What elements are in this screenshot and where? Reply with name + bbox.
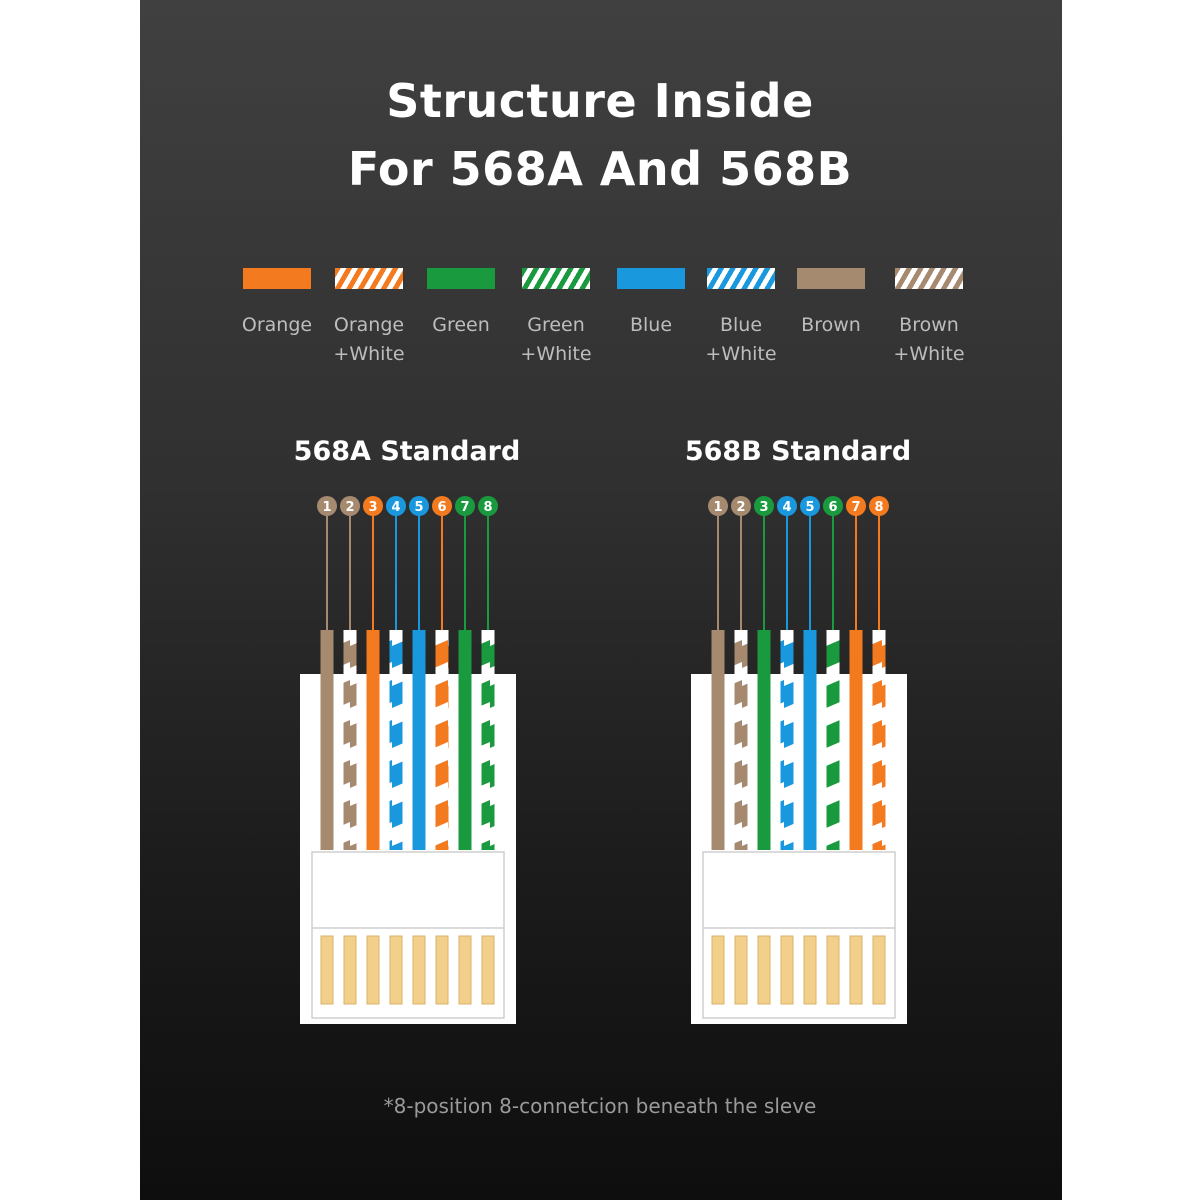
pin-number: 6 (437, 500, 446, 515)
pin-badge (340, 496, 360, 516)
legend-label: Brown (801, 314, 861, 336)
wire-core (757, 630, 771, 850)
wire-core (320, 630, 334, 850)
gold-contact (320, 935, 334, 1005)
pin-number: 1 (322, 500, 331, 515)
wire-core (780, 630, 794, 850)
legend-label: Green (432, 314, 490, 336)
gold-contact (780, 935, 794, 1005)
pin-number: 8 (874, 500, 883, 515)
wire-core (803, 630, 817, 850)
pin-number: 6 (828, 500, 837, 515)
gold-contact (389, 935, 403, 1005)
gold-contact (481, 935, 495, 1005)
legend-swatch (797, 268, 865, 289)
pin-number: 2 (736, 500, 745, 515)
legend-label: Brown +White (893, 314, 965, 365)
pin-badge (432, 496, 452, 516)
pin-badge (823, 496, 843, 516)
contact-block (702, 851, 896, 1019)
pin-number: 7 (851, 500, 860, 515)
wire-core (872, 630, 886, 850)
color-legend: Orange Orange +White Green Green +White Blue… (0, 0, 1200, 400)
wire-core (734, 630, 748, 850)
pin-badge (777, 496, 797, 516)
pin-badge (754, 496, 774, 516)
legend-swatch (335, 268, 403, 289)
pin-number: 5 (414, 500, 423, 515)
standard-heading-568b: 568B Standard (684, 436, 912, 467)
legend-item: Green +White (496, 268, 616, 369)
legend-swatch (617, 268, 685, 289)
pin-badge (455, 496, 475, 516)
gold-contact (711, 935, 725, 1005)
pin-badge (731, 496, 751, 516)
background-panel (140, 0, 1062, 1200)
pin-number: 3 (368, 500, 377, 515)
gold-contact (458, 935, 472, 1005)
wire-core (435, 630, 449, 850)
gold-contact (366, 935, 380, 1005)
legend-item: Blue (591, 268, 711, 340)
pin-badge (409, 496, 429, 516)
legend-label: Orange +White (333, 314, 405, 365)
legend-item: Brown (771, 268, 891, 340)
wire-core (481, 630, 495, 850)
footnote: *8-position 8-connetcion beneath the sle… (383, 1094, 817, 1118)
gold-contact (734, 935, 748, 1005)
gold-contact (343, 935, 357, 1005)
gold-contact (803, 935, 817, 1005)
legend-item: Green (401, 268, 521, 340)
legend-swatch (522, 268, 590, 289)
legend-label: Blue +White (705, 314, 777, 365)
title-line-2: For 568A And 568B (347, 142, 853, 196)
pin-badge (478, 496, 498, 516)
legend-item: Orange (217, 268, 337, 340)
pin-badge (386, 496, 406, 516)
legend-swatch (427, 268, 495, 289)
wire-core (849, 630, 863, 850)
legend-item: Orange +White (309, 268, 429, 369)
standard-heading-568a: 568A Standard (293, 436, 521, 467)
pin-number: 8 (483, 500, 492, 515)
pin-number: 4 (391, 500, 400, 515)
gold-contact (757, 935, 771, 1005)
pin-badge (869, 496, 889, 516)
pin-badge (317, 496, 337, 516)
legend-swatch (243, 268, 311, 289)
pin-badge (800, 496, 820, 516)
title-line-1: Structure Inside (386, 74, 814, 128)
contact-block (311, 851, 505, 1019)
pin-number: 5 (805, 500, 814, 515)
pin-number: 7 (460, 500, 469, 515)
pin-number: 3 (759, 500, 768, 515)
wire-core (826, 630, 840, 850)
gold-contact (872, 935, 886, 1005)
wire-core (711, 630, 725, 850)
pin-badge (846, 496, 866, 516)
legend-label: Green +White (520, 314, 592, 365)
wire-core (366, 630, 380, 850)
legend-swatch (895, 268, 963, 289)
legend-item: Brown +White (869, 268, 989, 369)
gold-contact (826, 935, 840, 1005)
pin-number: 1 (713, 500, 722, 515)
pin-badge (363, 496, 383, 516)
wire-core (389, 630, 403, 850)
pin-number: 4 (782, 500, 791, 515)
legend-label: Blue (629, 314, 673, 336)
gold-contact (849, 935, 863, 1005)
wire-core (343, 630, 357, 850)
pin-badge (708, 496, 728, 516)
pin-number: 2 (345, 500, 354, 515)
wire-core (412, 630, 426, 850)
wire-core (458, 630, 472, 850)
legend-label: Orange (241, 314, 313, 336)
legend-swatch (707, 268, 775, 289)
gold-contact (435, 935, 449, 1005)
legend-item: Blue +White (681, 268, 801, 369)
gold-contact (412, 935, 426, 1005)
